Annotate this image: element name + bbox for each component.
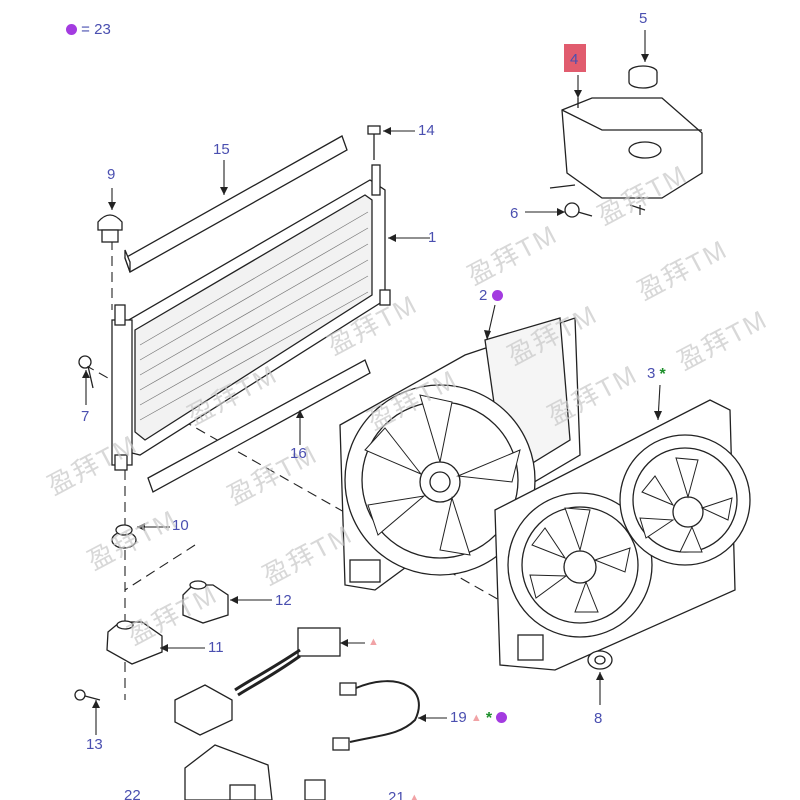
callout-8[interactable]: 8 [594, 710, 603, 727]
callout-16[interactable]: 16 [290, 445, 307, 462]
callout-3-number: 3 [647, 365, 656, 382]
callout-10[interactable]: 10 [172, 517, 189, 534]
dual-fan-shroud [494, 399, 751, 671]
sensor-cable [332, 680, 420, 751]
fan-module [184, 744, 273, 800]
purple-dot-icon [66, 24, 77, 35]
pink-triangle-icon: ▲ [470, 712, 482, 724]
callout-3[interactable]: 3 * [647, 366, 666, 383]
purple-dot-icon [496, 712, 508, 723]
callout-19[interactable]: 19 ▲ * [450, 709, 508, 727]
single-fan-shroud [339, 317, 581, 591]
green-star-icon: * [485, 710, 493, 727]
callout-22[interactable]: 22 [124, 787, 141, 800]
callout-2[interactable]: 2 [479, 288, 503, 304]
callout-7[interactable]: 7 [81, 408, 90, 425]
bracket-12 [182, 580, 229, 624]
callout-21-number: 21 [388, 789, 405, 800]
callout-13[interactable]: 13 [86, 736, 103, 753]
callout-2-number: 2 [479, 287, 488, 304]
pink-triangle-icon: ▲ [368, 636, 379, 648]
legend-equals: = [81, 21, 90, 38]
wiring-harness [174, 627, 341, 736]
callout-5[interactable]: 5 [639, 10, 648, 27]
legend-count: 23 [94, 21, 111, 38]
callout-1[interactable]: 1 [428, 229, 437, 246]
purple-dot-icon [491, 290, 503, 301]
green-star-icon: * [659, 366, 666, 383]
pink-triangle-icon: ▲ [408, 792, 420, 800]
lower-seal-strip [147, 359, 371, 493]
leader-arrowheads [82, 54, 662, 722]
callout-6[interactable]: 6 [510, 205, 519, 222]
legend: = 23 [66, 21, 111, 38]
callout-11[interactable]: 11 [208, 639, 224, 656]
callout-4[interactable]: 4 [570, 51, 579, 68]
bolt-13 [74, 689, 101, 701]
callout-14[interactable]: 14 [418, 122, 435, 139]
callout-highlight [564, 44, 586, 72]
radiator [111, 164, 391, 471]
bracket-11 [106, 620, 163, 665]
bolt-14 [367, 125, 381, 160]
callout-15[interactable]: 15 [213, 141, 230, 158]
callout-12[interactable]: 12 [275, 592, 292, 609]
harness-symbol[interactable]: ▲ [368, 634, 379, 650]
bolt-7 [78, 355, 94, 389]
coolant-reservoir [549, 97, 703, 211]
callout-21[interactable]: 21 ▲ [388, 790, 420, 800]
callout-9[interactable]: 9 [107, 166, 116, 183]
nut-8 [587, 650, 613, 670]
nut-10 [111, 524, 137, 549]
clip-21 [304, 779, 326, 800]
upper-mount-insulator [97, 214, 123, 243]
reservoir-cap [628, 65, 658, 89]
bolt-6 [564, 202, 593, 218]
callout-19-number: 19 [450, 709, 467, 726]
